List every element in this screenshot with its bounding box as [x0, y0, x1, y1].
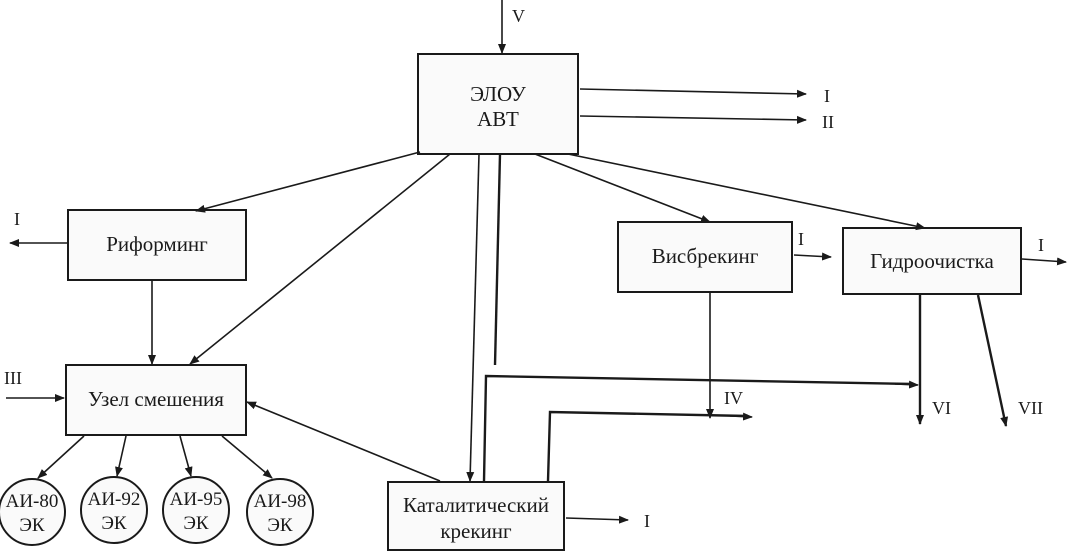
product-ai92-name: АИ-92 [88, 489, 141, 510]
arrow-elou-to-visbreaking [534, 153, 711, 223]
stream-v-label: V [512, 6, 525, 26]
product-ai92-tag: ЭК [101, 513, 127, 534]
product-ai80-name: АИ-80 [6, 491, 59, 512]
reforming-box [67, 209, 247, 281]
product-ai80-tag: ЭК [19, 515, 45, 536]
hydrotreating-label: Гидроочистка [870, 249, 994, 273]
mixing-box [65, 364, 247, 436]
arrow-mixing-to-ai92 [115, 435, 127, 477]
arrow-elou-to-reforming [195, 151, 421, 213]
stream-hydro-out-label: I [1038, 235, 1044, 255]
arrow-elou-to-hydrotreating [567, 153, 926, 231]
stream-mixing-in-label: III [4, 368, 22, 388]
stream-elou-out-2-label: II [822, 112, 834, 132]
arrow-elou-out-1 [579, 88, 807, 98]
arrow-line-into-iv [729, 412, 753, 421]
arrow-mixing-to-ai80 [37, 435, 85, 479]
arrow-catcracking-out [565, 515, 629, 524]
arrow-visbreaking-to-hydro [793, 252, 832, 261]
arrow-line-into-vi [894, 380, 919, 389]
product-ai95-name: АИ-95 [170, 489, 223, 510]
visbreaking-label: Висбрекинг [652, 244, 759, 268]
visbreaking-box [617, 221, 793, 293]
line-catcracking-to-vi [482, 374, 914, 482]
stream-hydro-down-1-label: VI [932, 398, 951, 418]
elou-label: ЭЛОУ [470, 82, 526, 106]
mixing-label: Узел смешения [88, 387, 224, 411]
product-ai98: АИ-98 ЭК [246, 478, 314, 546]
arrow-elou-to-mixing [189, 153, 451, 365]
elou-avt-box [417, 53, 579, 155]
stream-visbreaking-to-hydro-label: I [798, 229, 804, 249]
arrow-mixing-to-ai98 [221, 435, 273, 479]
arrow-catcracking-to-mixing [246, 401, 441, 482]
product-ai92: АИ-92 ЭК [80, 476, 148, 544]
stream-elou-out-1-label: I [824, 86, 830, 106]
product-ai95: АИ-95 ЭК [162, 476, 230, 544]
line-catcracking-to-iv [546, 410, 749, 482]
stream-visbreaking-down-label: IV [724, 388, 743, 408]
avt-label: АВТ [477, 107, 519, 131]
catcracking-label-1: Каталитический [403, 493, 549, 517]
arrow-elou-to-catcracking [466, 153, 480, 482]
stream-catcracking-out-label: I [644, 511, 650, 531]
arrow-elou-out-2 [579, 115, 807, 124]
line-elou-down [493, 153, 502, 366]
stream-reforming-out-label: I [14, 209, 20, 229]
hydrotreating-box [842, 227, 1022, 295]
arrow-hydro-down-vii [976, 294, 1009, 427]
product-ai95-tag: ЭК [183, 513, 209, 534]
product-ai98-tag: ЭК [267, 515, 293, 536]
catcracking-label-2: крекинг [440, 519, 512, 543]
arrow-hydro-out [1021, 257, 1067, 266]
catcracking-box [387, 481, 565, 551]
reforming-label: Риформинг [106, 232, 208, 256]
stream-hydro-down-2-label: VII [1018, 398, 1043, 418]
arrow-mixing-to-ai95 [179, 435, 193, 477]
product-ai98-name: АИ-98 [254, 491, 307, 512]
product-ai80: АИ-80 ЭК [0, 478, 66, 546]
